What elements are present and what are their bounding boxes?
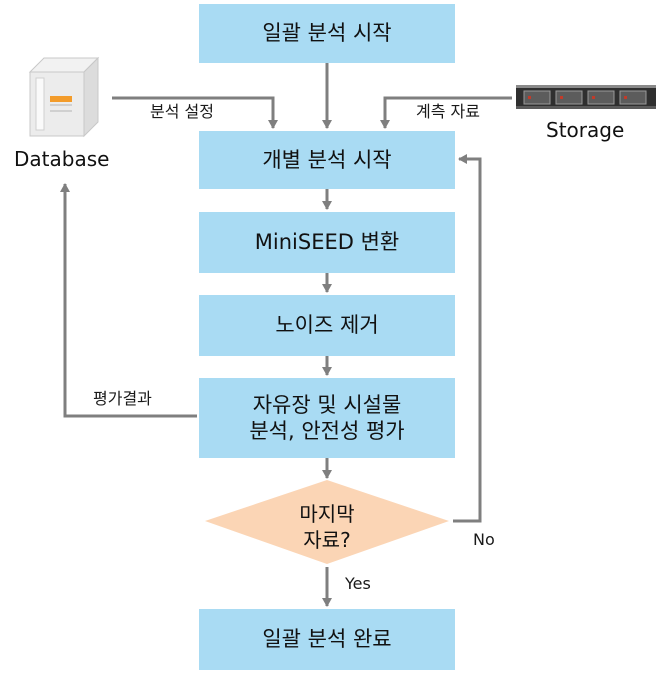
decision-yes-label: Yes	[345, 574, 371, 593]
start-individual-label: 개별 분석 시작	[262, 147, 392, 172]
decision-no-label: No	[473, 530, 495, 549]
start-batch-label: 일괄 분석 시작	[262, 21, 392, 46]
start-individual-box: 개별 분석 시작	[199, 131, 455, 189]
storage-caption: Storage	[546, 118, 625, 142]
start-batch-box: 일괄 분석 시작	[199, 4, 455, 63]
analysis-settings-label: 분석 설정	[150, 102, 214, 121]
arrow-database-settings	[112, 96, 278, 129]
denoise-label: 노이즈 제거	[275, 313, 379, 338]
arrow-storage-data	[380, 96, 512, 129]
decision-text: 마지막 자료?	[205, 497, 449, 557]
database-icon	[28, 56, 100, 138]
arrow-decision-no-loop	[453, 154, 482, 523]
convert-label: MiniSEED 변환	[254, 230, 400, 255]
database-caption: Database	[14, 147, 110, 171]
analyze-box: 자유장 및 시설물 분석, 안전성 평가	[199, 378, 455, 458]
analyze-label-line2: 분석, 안전성 평가	[249, 419, 405, 443]
evaluation-result-label: 평가결과	[93, 389, 152, 408]
storage-icon	[516, 85, 656, 109]
end-batch-box: 일괄 분석 완료	[199, 609, 455, 670]
analyze-label-line1: 자유장 및 시설물	[252, 392, 402, 417]
denoise-box: 노이즈 제거	[199, 295, 455, 356]
measurement-data-label: 계측 자료	[416, 102, 480, 121]
decision-label-line2: 자료?	[303, 528, 351, 552]
convert-box: MiniSEED 변환	[199, 212, 455, 273]
arrow-result-to-database	[60, 183, 197, 418]
decision-label-line1: 마지막	[299, 502, 355, 526]
end-batch-label: 일괄 분석 완료	[262, 627, 392, 652]
decision-diamond	[205, 480, 449, 564]
